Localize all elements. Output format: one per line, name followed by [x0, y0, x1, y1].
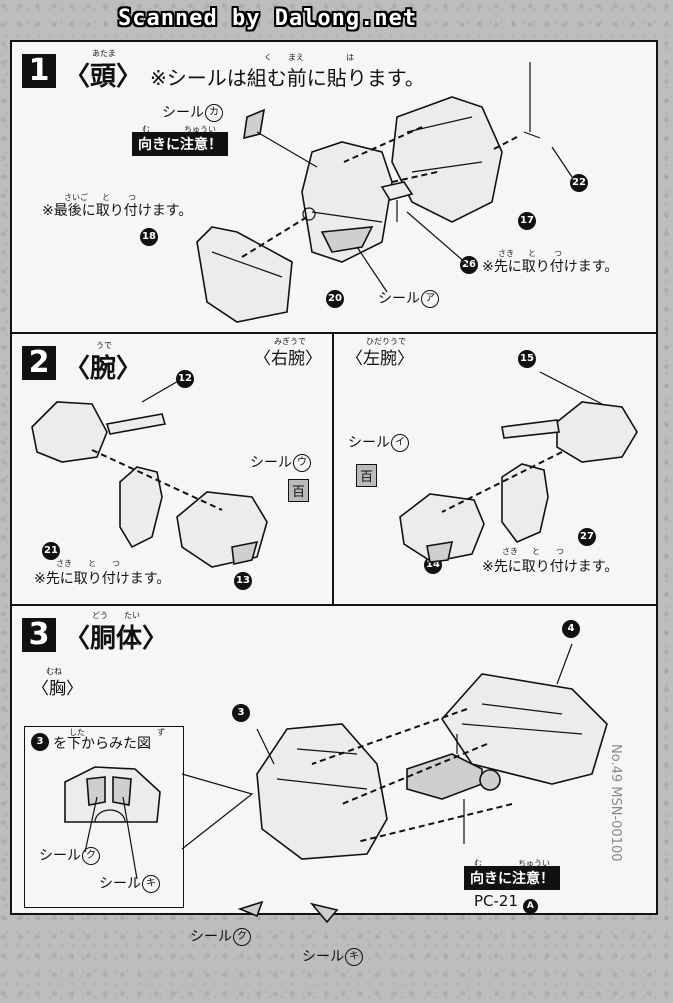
seal-i-letter: イ [391, 434, 409, 452]
part-17-badge: 17 [518, 212, 536, 230]
step2-seal-u: シールウ [250, 452, 311, 472]
step1-illustration [196, 62, 573, 323]
step1-ruby-saigo: さいご [64, 193, 88, 202]
step2-divider [332, 332, 334, 604]
inset-seal-ki: シールキ [99, 873, 160, 893]
step3-illustration [181, 643, 608, 924]
step3-caution-ruby-chuui: ちゅうい [518, 859, 550, 868]
right-arm-label: 〈右腕〉 [254, 349, 322, 369]
step1-note: ※シールは組む前に貼ります。 [150, 66, 425, 90]
part-3-badge: 3 [232, 704, 250, 722]
step3-seal-ku: シールク [190, 926, 251, 946]
part-21-badge: 21 [42, 542, 60, 560]
step2-ruby-saki-l: さき [502, 547, 518, 556]
step1-title-ruby: あたま [92, 49, 116, 58]
step2-ruby-tsu-r: つ [112, 559, 120, 568]
step2-ruby-tsu-l: つ [556, 547, 564, 556]
seal-a-label: シール [378, 291, 420, 307]
part-20-badge: 20 [326, 290, 344, 308]
step1-ruby-to: と [102, 193, 110, 202]
step1-caution-ruby-chuui: ちゅうい [184, 125, 216, 134]
seal-i-label: シール [348, 435, 390, 451]
step2-title-ruby: うで [96, 341, 112, 350]
inset-illustration [64, 766, 161, 880]
step3-caution-badge: 向きに注意！ [464, 866, 560, 890]
chest-label: 〈胸〉 [32, 679, 83, 699]
step2-ruby-to-l: と [532, 547, 540, 556]
step1-title: 〈頭〉 [64, 62, 143, 92]
step1-caution-ruby-mu: む [142, 125, 150, 134]
step2-ruby-to-r: と [88, 559, 96, 568]
seal-u-sticker: 百 [288, 479, 310, 502]
step3-title-ruby-tai: たい [124, 611, 140, 620]
seal-a-letter: ア [421, 290, 439, 308]
left-arm-label: 〈左腕〉 [346, 349, 414, 369]
step3-seal-ki: シールキ [302, 946, 363, 966]
inset-seal-ku: シールク [39, 845, 100, 865]
step1-seal-ka: シールカ [162, 102, 223, 122]
step1-ruby-ha: は [346, 53, 354, 62]
step2-note-left: ※先に取り付けます。 [482, 559, 619, 575]
step2-section: 2 うで 〈腕〉 みぎうで 〈右腕〉 ひだりうで 〈左腕〉 シールウ シールイ … [12, 332, 656, 606]
part-13-badge: 13 [234, 572, 252, 590]
seal-u-letter: ウ [293, 454, 311, 472]
step1-ruby-tsu2: つ [554, 249, 562, 258]
inset-seal-ki-label: シール [99, 876, 141, 892]
step3-number: 3 [22, 618, 56, 652]
pc-21-text: PC-21 [474, 892, 519, 910]
step3-title: 〈胴体〉 [64, 624, 169, 654]
part-4-badge: 4 [562, 620, 580, 638]
part-26-badge: 26 [460, 256, 478, 274]
step2-seal-i: シールイ [348, 432, 409, 452]
seal-i-sticker: 百 [356, 464, 378, 487]
step2-title: 〈腕〉 [64, 354, 143, 384]
inset-seal-ku-letter: ク [82, 847, 100, 865]
seal-ki-letter: キ [345, 948, 363, 966]
step2-number: 2 [22, 346, 56, 380]
left-arm-ruby: ひだりうで [366, 337, 406, 346]
inset-bottom-view: 3 した ず を下からみた図 シールク シールキ [24, 726, 184, 908]
inset-title: を下からみた図 [53, 736, 151, 752]
inset-badge: 3 [31, 733, 49, 751]
step2-illustration [31, 371, 638, 568]
part-27-badge: 27 [578, 528, 596, 546]
right-arm-ruby: みぎうで [274, 337, 306, 346]
step1-ruby-ku: く [264, 53, 272, 62]
step1-section: 1 あたま 〈頭〉 く まえ は ※シールは組む前に貼ります。 シールカ む ち… [12, 42, 656, 334]
step3-title-ruby-dou: どう [92, 611, 108, 620]
step1-number: 1 [22, 54, 56, 88]
pc-21-letter: A [522, 899, 538, 914]
part-18-badge: 18 [140, 228, 158, 246]
pc-21-label: PC-21 A [474, 892, 538, 914]
step1-ruby-saki: さき [498, 249, 514, 258]
seal-ku-letter: ク [233, 928, 251, 946]
inset-seal-ki-letter: キ [142, 875, 160, 893]
part-12-badge: 12 [176, 370, 194, 388]
step1-ruby-to2: と [528, 249, 536, 258]
inset-seal-ku-label: シール [39, 848, 81, 864]
inset-ruby-zu: ず [157, 728, 165, 737]
part-15-badge: 15 [518, 350, 536, 368]
step1-ruby-tsu: つ [128, 193, 136, 202]
part-22-badge: 22 [570, 174, 588, 192]
seal-ka-letter: カ [205, 104, 223, 122]
step2-ruby-saki-r: さき [56, 559, 72, 568]
watermark-text: Scanned by Dalong.net [118, 6, 418, 31]
instruction-page: 1 あたま 〈頭〉 く まえ は ※シールは組む前に貼ります。 シールカ む ち… [10, 40, 658, 966]
chest-ruby: むね [46, 667, 62, 676]
seal-ka-label: シール [162, 105, 204, 121]
step2-note-right: ※先に取り付けます。 [34, 571, 171, 587]
step1-note-first: ※先に取り付けます。 [482, 259, 619, 275]
step1-note-last: ※最後に取り付けます。 [42, 203, 193, 219]
seal-ku-label: シール [190, 929, 232, 945]
side-model-text: No.49 MSN-00100 [608, 744, 623, 862]
step1-ruby-mae: まえ [288, 53, 304, 62]
seal-u-label: シール [250, 455, 292, 471]
seal-ki-label: シール [302, 949, 344, 965]
inset-ruby-shita: した [69, 728, 85, 737]
step1-seal-a: シールア [378, 288, 439, 308]
step3-section: 3 どう たい 〈胴体〉 むね 〈胸〉 3 した ず を下からみた図 シールク … [12, 604, 656, 966]
step1-caution-badge: 向きに注意！ [132, 132, 228, 156]
step3-caution-ruby-mu: む [474, 859, 482, 868]
